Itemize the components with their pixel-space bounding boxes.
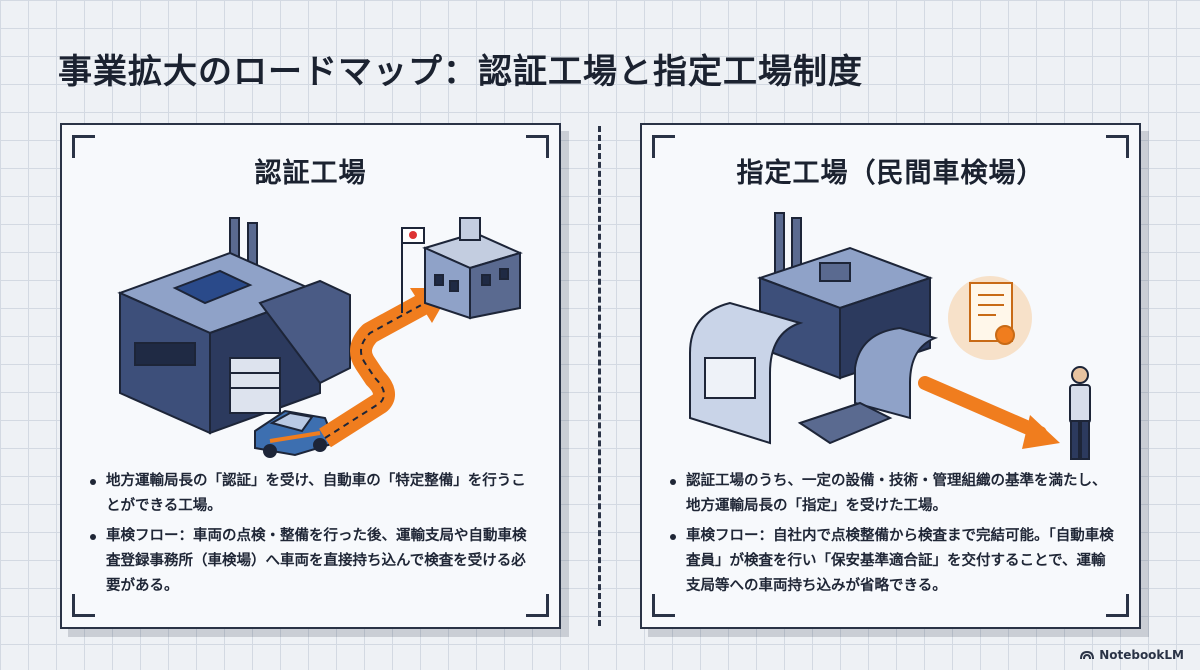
corner-mark [652, 135, 675, 158]
corner-mark [652, 594, 675, 617]
bullet-item: 車検フロー：車両の点検・整備を行った後、運輸支局や自動車検査登録事務所（車検場）… [86, 524, 538, 599]
notebooklm-brand: NotebookLM [1080, 648, 1184, 662]
corner-mark [72, 594, 95, 617]
certificate-icon [948, 276, 1032, 360]
panel-divider [598, 126, 601, 626]
bullet-item: 認証工場のうち、一定の設備・技術・管理組織の基準を満たし、地方運輸局長の「指定」… [666, 469, 1118, 519]
inspection-factory-icon [689, 212, 939, 445]
corner-mark [1106, 135, 1129, 158]
bullet-item: 地方運輸局長の「認証」を受け、自動車の「特定整備」を行うことができる工場。 [86, 469, 538, 519]
bullet-item: 車検フロー：自社内で点検整備から検査まで完結可能。「自動車検査員」が検査を行い「… [666, 524, 1118, 599]
designated-factory-panel: 指定工場（民間車検場） [640, 123, 1141, 629]
certified-factory-bullets: 地方運輸局長の「認証」を受け、自動車の「特定整備」を行うことができる工場。 車検… [86, 469, 538, 604]
brand-label: NotebookLM [1099, 648, 1184, 662]
designated-factory-heading: 指定工場（民間車検場） [736, 158, 1045, 189]
government-office-icon [401, 217, 523, 320]
process-arrow-icon [918, 376, 1060, 449]
designated-factory-bullets: 認証工場のうち、一定の設備・技術・管理組織の基準を満たし、地方運輸局長の「指定」… [666, 469, 1118, 604]
certified-factory-heading: 認証工場 [254, 158, 367, 189]
notebooklm-logo-icon [1080, 650, 1095, 660]
inspector-person-icon [1069, 366, 1091, 460]
corner-mark [526, 594, 549, 617]
corner-mark [1106, 594, 1129, 617]
factory-building-icon [117, 217, 351, 435]
designated-factory-illustration [689, 212, 1091, 460]
certified-factory-illustration [117, 217, 523, 458]
corner-mark [526, 135, 549, 158]
certified-factory-panel: 認証工場 [60, 123, 561, 629]
page-title: 事業拡大のロードマップ：認証工場と指定工場制度 [58, 52, 863, 92]
corner-mark [72, 135, 95, 158]
